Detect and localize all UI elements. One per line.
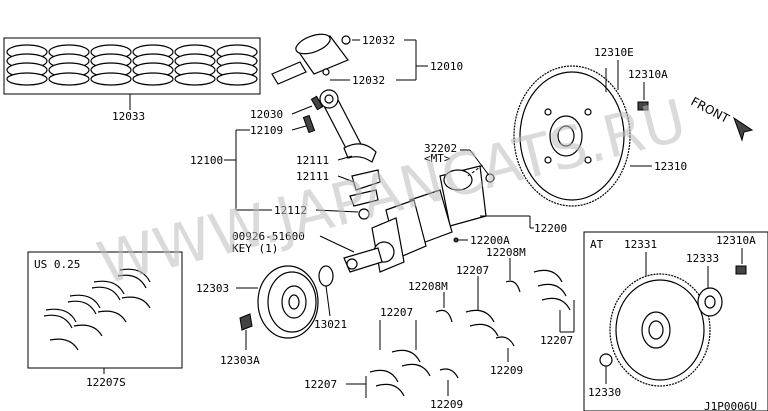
crank-pulley [239, 265, 334, 339]
label-12109: 12109 [250, 124, 283, 137]
label-12209-a: 12209 [490, 364, 523, 377]
label-12330: 12330 [588, 386, 621, 399]
connecting-rod [302, 89, 381, 220]
label-12032-top: 12032 [362, 34, 395, 47]
label-12030: 12030 [250, 108, 283, 121]
label-00926: 00926-51600 [232, 230, 305, 243]
label-12111-b: 12111 [296, 170, 329, 183]
label-12208M-b: 12208M [408, 280, 448, 293]
label-12010: 12010 [430, 60, 463, 73]
flywheel-mt [513, 65, 631, 207]
crankshaft [343, 165, 487, 273]
label-12333: 12333 [686, 252, 719, 265]
drive-plate-at [599, 273, 723, 387]
label-12331: 12331 [624, 238, 657, 251]
label-12100: 12100 [190, 154, 223, 167]
front-arrow-icon [733, 116, 754, 142]
label-12310A-at: 12310A [716, 234, 756, 247]
label-12209-b: 12209 [430, 398, 463, 411]
main-bearing-set [43, 268, 151, 351]
piston-rings-box [3, 37, 261, 95]
label-12033: 12033 [112, 110, 145, 123]
label-12310A-top: 12310A [628, 68, 668, 81]
label-12112: 12112 [274, 204, 307, 217]
label-12208M-a: 12208M [486, 246, 526, 259]
label-12303A: 12303A [220, 354, 260, 367]
label-12207S: 12207S [86, 376, 126, 389]
crank-bearings [369, 269, 571, 397]
label-key: KEY (1) [232, 242, 278, 255]
piston-ring-set [6, 44, 258, 86]
label-12200: 12200 [534, 222, 567, 235]
label-12310: 12310 [654, 160, 687, 173]
label-at: AT [590, 238, 604, 251]
label-12310E: 12310E [594, 46, 634, 59]
label-13021: 13021 [314, 318, 347, 331]
at-box [583, 231, 768, 411]
label-12111-a: 12111 [296, 154, 329, 167]
label-front: FRONT [689, 94, 732, 126]
label-12207-d: 12207 [304, 378, 337, 391]
label-12207-a: 12207 [456, 264, 489, 277]
us-bearing-box [27, 251, 183, 369]
label-12200A: 12200A [470, 234, 510, 247]
label-12207-c: 12207 [540, 334, 573, 347]
label-12303: 12303 [196, 282, 229, 295]
label-32202: 32202 [424, 142, 457, 155]
label-32202-note: <MT> [424, 152, 451, 165]
piston [271, 33, 351, 85]
label-12032-bot: 12032 [352, 74, 385, 87]
label-us: US 0.25 [34, 258, 80, 271]
label-code: J1P0006U [704, 400, 757, 411]
label-12207-b: 12207 [380, 306, 413, 319]
